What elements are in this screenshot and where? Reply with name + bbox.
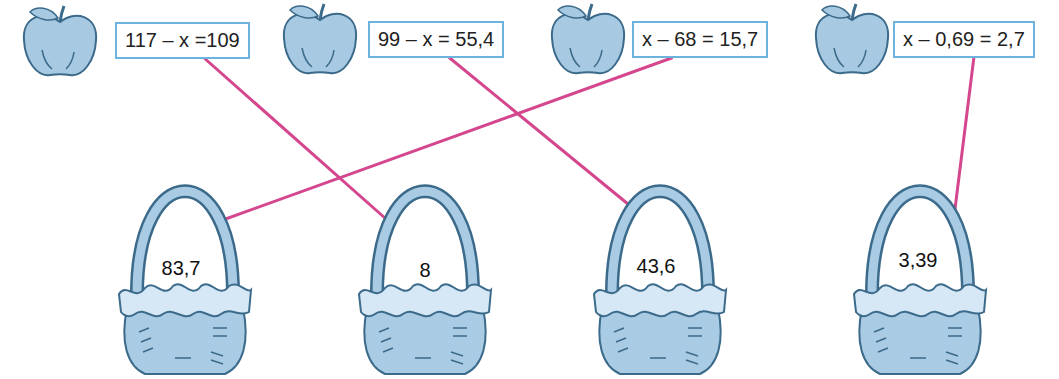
- equation-box: 117 – x =109: [115, 22, 250, 59]
- equation-text: x – 68 = 15,7: [642, 28, 758, 51]
- matching-line: [205, 59, 387, 220]
- apple-icon: [24, 6, 96, 75]
- apple-icon: [816, 4, 888, 73]
- equation-box: x – 68 = 15,7: [632, 21, 768, 58]
- apple-icon: [284, 4, 356, 73]
- equation-box: x – 0,69 = 2,7: [893, 21, 1035, 58]
- basket-outline: [590, 182, 730, 377]
- equation-text: 99 – x = 55,4: [378, 28, 494, 51]
- answer-number: 3,39: [899, 249, 938, 271]
- answer-number: 43,6: [637, 255, 676, 277]
- basket-shape: 43,6: [590, 182, 730, 377]
- basket-outline: [850, 182, 990, 377]
- equation-box: 99 – x = 55,4: [368, 21, 504, 58]
- basket-outline: [115, 182, 255, 377]
- basket-shape: 3,39: [850, 182, 990, 377]
- answer-number: 83,7: [162, 257, 201, 279]
- matching-line: [955, 58, 974, 209]
- matching-line: [450, 58, 629, 205]
- equation-text: 117 – x =109: [125, 29, 240, 52]
- equation-text: x – 0,69 = 2,7: [903, 28, 1025, 51]
- basket-shape: 83,7: [115, 182, 255, 377]
- apple-icon: [552, 4, 624, 73]
- basket-shape: 8: [355, 182, 495, 377]
- answer-number: 8: [419, 259, 430, 281]
